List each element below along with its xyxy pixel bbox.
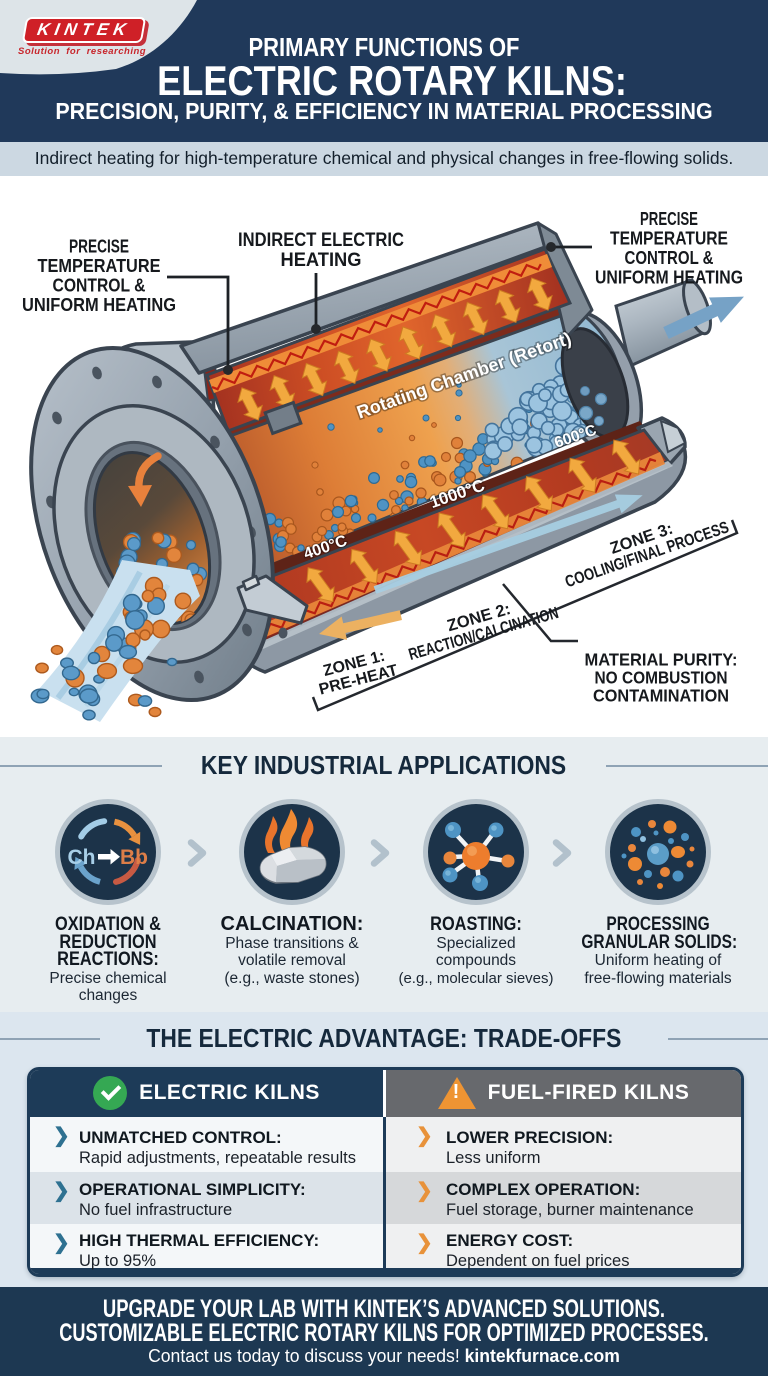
svg-text:Ch: Ch <box>68 846 96 869</box>
svg-text:Bb: Bb <box>120 846 148 869</box>
